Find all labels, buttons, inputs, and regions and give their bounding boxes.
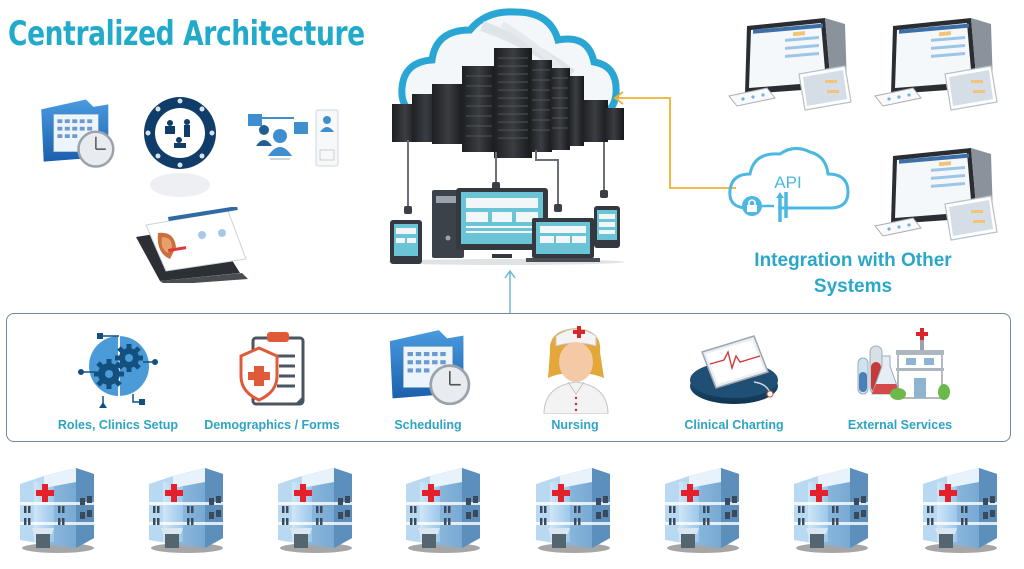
scheduling-folder-icon: [36, 92, 116, 174]
module-label: Clinical Charting: [684, 418, 784, 432]
external-system-1-icon: [727, 16, 853, 114]
hospital-icon: [917, 462, 1005, 558]
nurse-icon: [543, 326, 609, 414]
hospital-icon: [400, 462, 488, 558]
up-arrow-connector: [504, 269, 516, 314]
module-label: Nursing: [551, 418, 599, 432]
module-scheduling[interactable]: Scheduling: [343, 314, 513, 442]
module-demographics-forms[interactable]: Demographics / Forms: [187, 314, 357, 442]
hospital-icon: [788, 462, 876, 558]
module-clinical-charting[interactable]: Clinical Charting: [649, 314, 819, 442]
care-team-circle-icon: [140, 93, 220, 203]
hospital-icon: [272, 462, 360, 558]
external-system-2-icon: [873, 16, 999, 114]
api-cloud-icon: API: [724, 142, 854, 224]
client-devices-icon: [386, 186, 626, 266]
module-nursing[interactable]: Nursing: [490, 314, 660, 442]
cloud-datacenter-icon: [382, 4, 632, 164]
integration-label-line2: Systems: [813, 276, 893, 297]
module-label: Scheduling: [394, 418, 462, 432]
hospital-icon: [14, 462, 102, 558]
hospital-icon: [530, 462, 618, 558]
module-label: External Services: [847, 418, 953, 432]
clipboard-shield-icon: [239, 332, 305, 406]
module-label: Demographics / Forms: [204, 418, 340, 432]
integration-label: Integration with Other Systems: [726, 248, 980, 300]
calendar-clock-icon: [388, 328, 471, 406]
external-system-3-icon: [873, 146, 999, 244]
module-roles-clinics-setup[interactable]: Roles, Clinics Setup: [33, 314, 203, 442]
lab-hospital-icon: [857, 328, 950, 400]
tablet-dashboard-icon: [130, 207, 256, 283]
hospital-icon: [143, 462, 231, 558]
modules-panel: Roles, Clinics Setup Demographics / Form…: [6, 313, 1011, 442]
page-title: Centralized Architecture: [8, 14, 365, 54]
module-label: Roles, Clinics Setup: [57, 418, 179, 432]
telehealth-chat-icon: [246, 108, 340, 176]
module-external-services[interactable]: External Services: [815, 314, 985, 442]
ecg-tablet-icon: [690, 335, 778, 404]
api-connector-arrow: [613, 91, 736, 189]
device-cables: [404, 140, 608, 214]
api-text: API: [774, 173, 801, 192]
integration-label-line1: Integration with Other: [754, 250, 952, 271]
gears-icon: [78, 333, 158, 408]
hospital-icon: [659, 462, 747, 558]
